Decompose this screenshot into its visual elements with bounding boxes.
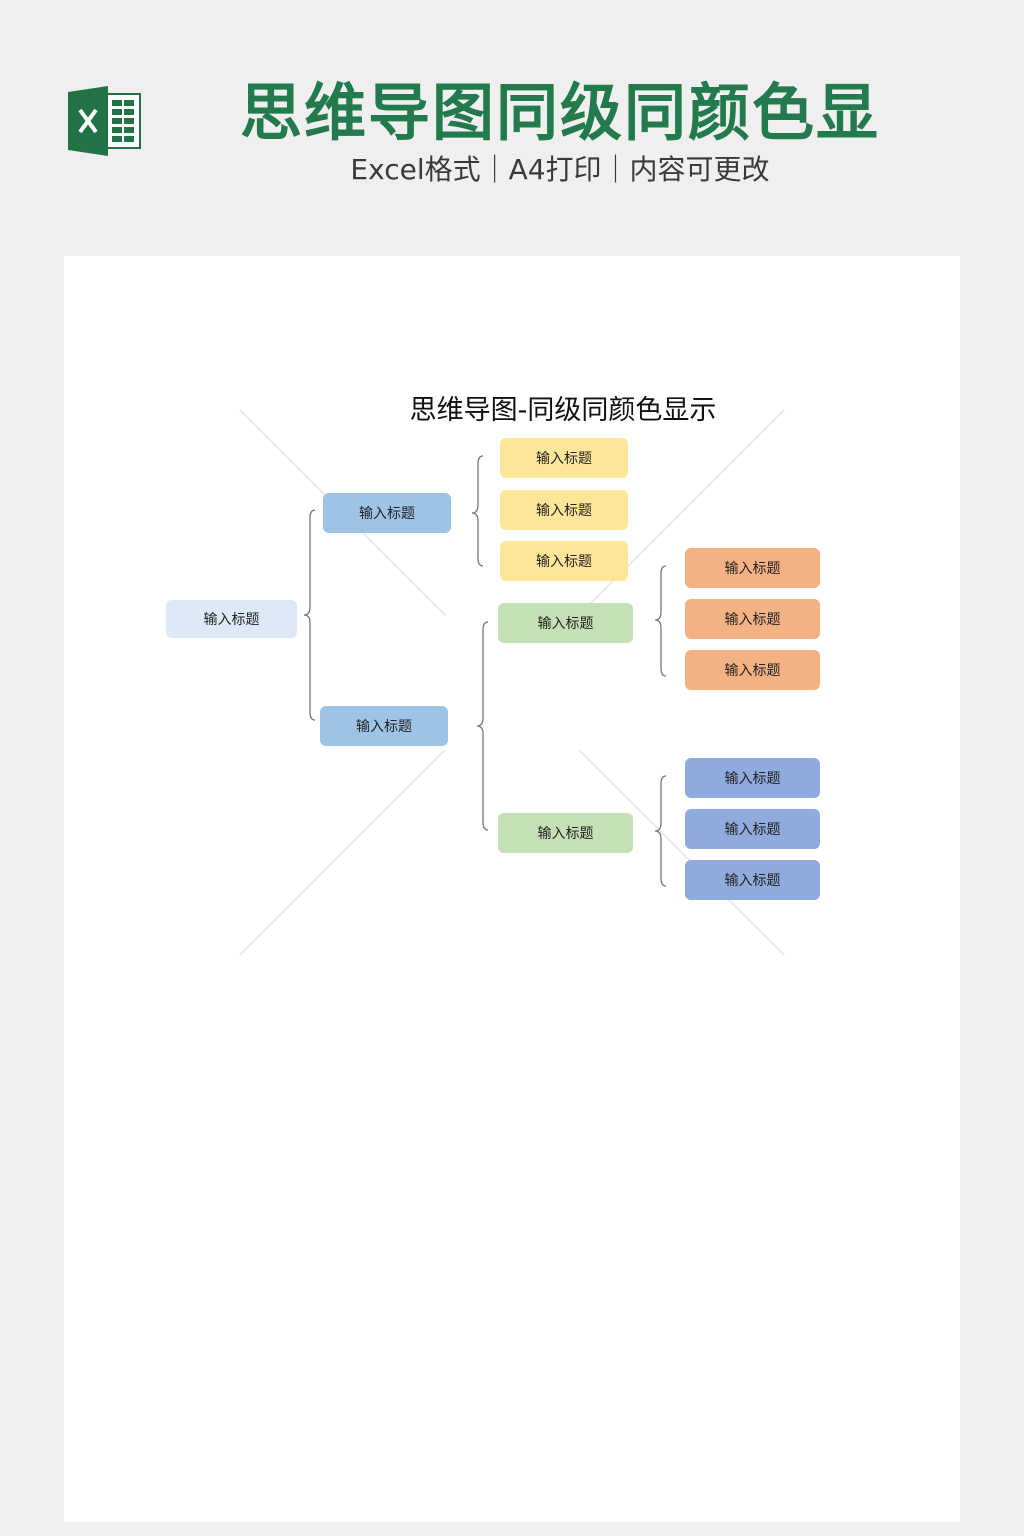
- green-node[interactable]: 输入标题: [498, 813, 633, 853]
- blue-node[interactable]: 输入标题: [685, 809, 820, 849]
- level1-node[interactable]: 输入标题: [323, 493, 451, 533]
- page-title: 思维导图同级同颜色显: [239, 76, 880, 149]
- green-node[interactable]: 输入标题: [498, 603, 633, 643]
- orange-node[interactable]: 输入标题: [685, 650, 820, 690]
- blue-node[interactable]: 输入标题: [685, 758, 820, 798]
- orange-node[interactable]: 输入标题: [685, 599, 820, 639]
- orange-node[interactable]: 输入标题: [685, 548, 820, 588]
- mind-map-title: 思维导图-同级同颜色显示: [409, 395, 717, 426]
- yellow-node[interactable]: 输入标题: [500, 438, 628, 478]
- blue-node[interactable]: 输入标题: [685, 860, 820, 900]
- root-node[interactable]: 输入标题: [166, 600, 297, 638]
- yellow-node[interactable]: 输入标题: [500, 490, 628, 530]
- page-subtitle: Excel格式｜A4打印｜内容可更改: [350, 153, 770, 186]
- excel-icon: [68, 86, 142, 156]
- yellow-node[interactable]: 输入标题: [500, 541, 628, 581]
- level1-node[interactable]: 输入标题: [320, 706, 448, 746]
